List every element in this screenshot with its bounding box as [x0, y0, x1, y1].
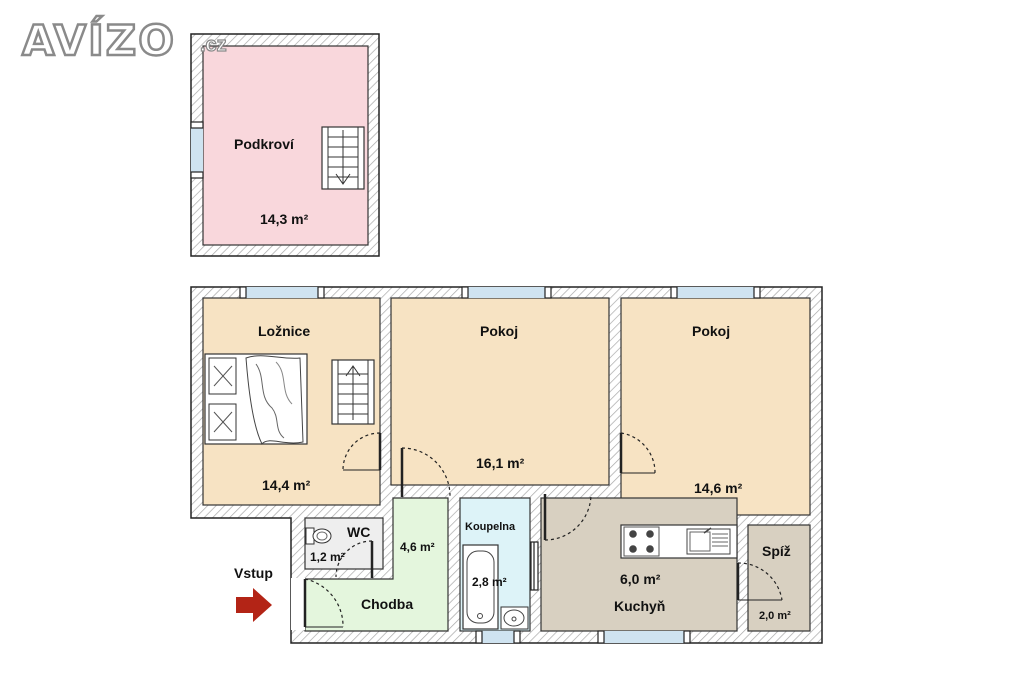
wc-name: WC: [347, 524, 371, 540]
kitchen-counter-icon: [620, 524, 738, 559]
kitchen-area: 6,0 m²: [620, 571, 661, 587]
bathroom-name: Koupelna: [465, 521, 516, 533]
hall-area: 4,6 m²: [400, 540, 435, 554]
room2-name: Pokoj: [692, 323, 731, 339]
hall-name: Chodba: [361, 596, 414, 612]
entrance-opening: [291, 578, 305, 630]
attic-window: [191, 125, 203, 175]
window-kitchen: [602, 631, 686, 643]
toilet-icon: [305, 527, 332, 545]
room2-floor: [620, 297, 811, 516]
wc-floor: [304, 517, 384, 570]
bedroom-name: Ložnice: [258, 323, 311, 339]
kitchen-name: Kuchyň: [614, 598, 666, 614]
logo-main-text: AVÍZO: [21, 16, 176, 65]
attic-area: 14,3 m²: [260, 211, 309, 227]
bathroom-sink-icon: [500, 606, 529, 630]
doors: [303, 432, 783, 628]
entrance-label: Vstup: [234, 565, 273, 581]
room1-area: 16,1 m²: [476, 455, 525, 471]
logo-suffix-text: .cz: [199, 33, 227, 56]
attic-name: Podkroví: [234, 136, 294, 152]
room1-name: Pokoj: [480, 323, 519, 339]
kitchen-floor: [540, 497, 738, 632]
windows-top: [244, 287, 756, 298]
wc-area: 1,2 m²: [310, 550, 345, 564]
pantry-name: Spíž: [762, 543, 791, 559]
pantry-area: 2,0 m²: [759, 610, 791, 622]
window-bathroom: [480, 631, 516, 643]
bedroom-stairs-icon: [331, 359, 375, 425]
entrance-arrow-icon: [236, 588, 272, 622]
room2-area: 14,6 m²: [694, 480, 743, 496]
attic-stairs-icon: [321, 126, 365, 190]
attic-block: [190, 33, 380, 257]
avizo-logo: AVÍZO .cz: [21, 16, 228, 65]
bathtub-icon: [462, 544, 499, 630]
double-bed-icon: [204, 353, 308, 445]
pantry-floor: [747, 524, 811, 632]
hall-floor: [304, 497, 449, 632]
bathroom-area: 2,8 m²: [472, 575, 507, 589]
main-floor-block: [190, 286, 823, 644]
bedroom-area: 14,4 m²: [262, 477, 311, 493]
